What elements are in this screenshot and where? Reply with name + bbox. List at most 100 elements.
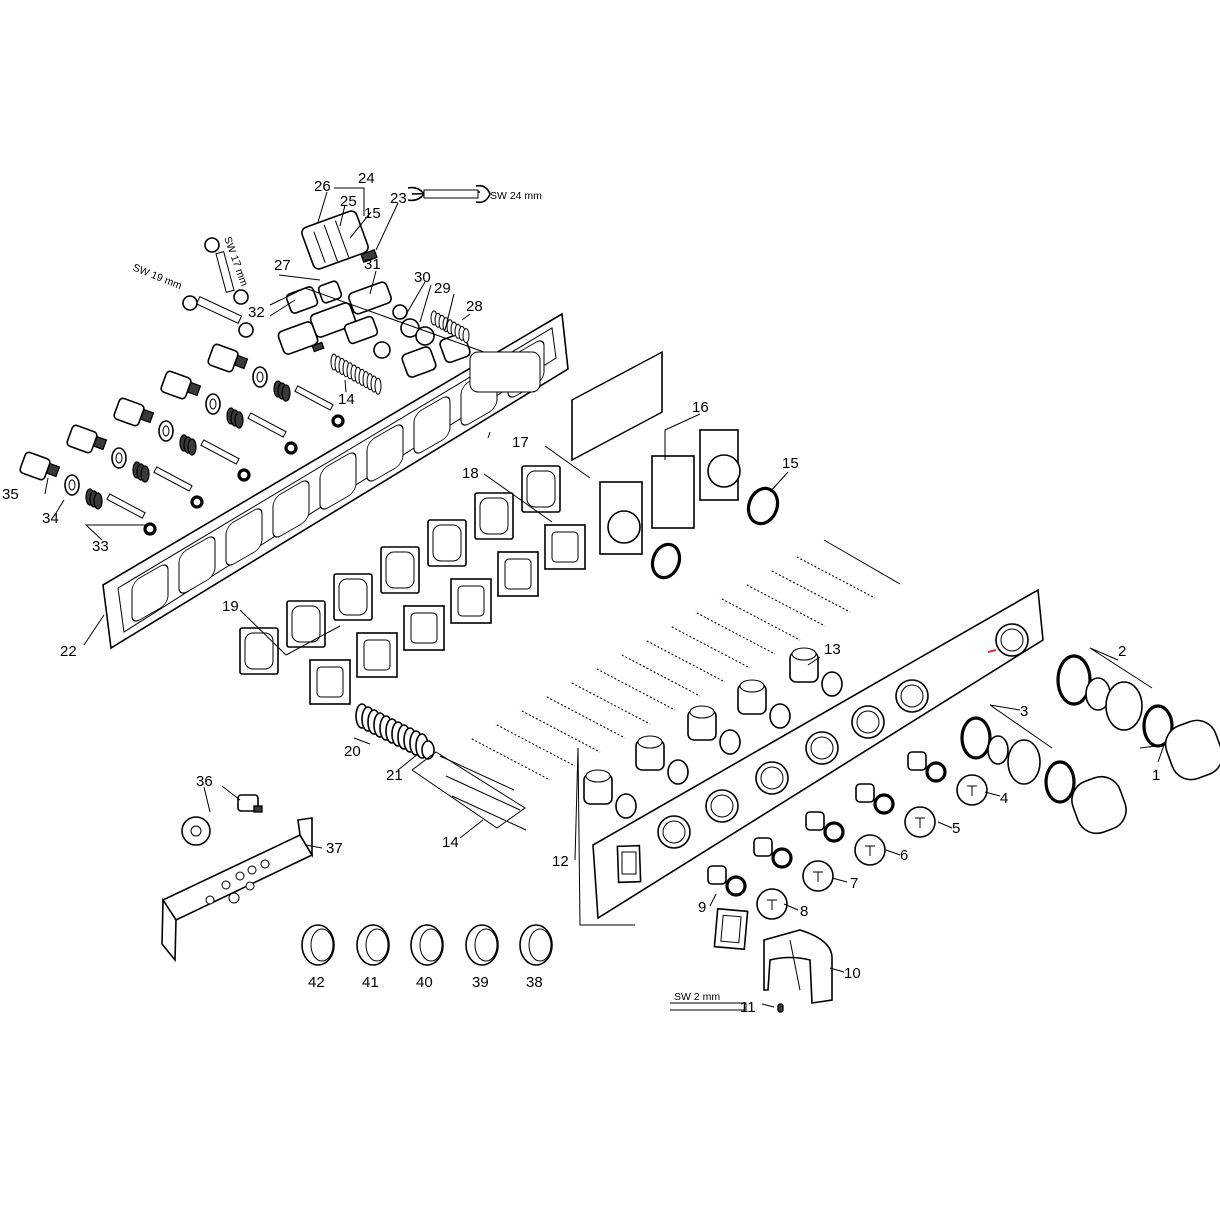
gasket-inner [338,578,368,616]
tool-label-sw2: SW 2 mm [674,991,720,1003]
button-base [805,811,825,831]
spring-dark [93,492,103,510]
screw-short [451,795,527,831]
extension-end [421,740,435,760]
valve-body [207,343,239,373]
label-1: 1 [1152,767,1160,784]
button-base [907,751,927,771]
threaded-rod [294,385,334,411]
diverter [607,510,641,544]
label-21: 21 [386,767,403,784]
frame-window [319,452,357,510]
gasket-inner [385,551,415,589]
label-26: 26 [314,178,331,195]
button-ring [771,847,793,869]
screw-thread [744,583,826,627]
holder-ring [667,759,689,785]
gasket-inner [244,632,274,670]
valve-nut [45,462,61,478]
frame-window [413,396,451,454]
wrench-sw19 [182,295,254,338]
valve-nut [92,435,108,451]
holder-top [689,705,715,719]
button-ring [873,793,895,815]
label-8: 8 [800,903,808,920]
mounting-bracket-37 [161,817,314,963]
cartridge-assembly [277,210,471,395]
screw-short [439,755,515,791]
button-ring [823,821,845,843]
screw-thread [519,709,601,753]
label-9: 9 [698,899,706,916]
label-29: 29 [434,280,451,297]
label-11: 11 [740,999,756,1016]
screw-thread [644,639,726,683]
label-2: 2 [1118,643,1126,660]
label-14-bottom: 14 [442,834,459,851]
part-36 [181,794,263,846]
screw-thread [619,653,701,697]
spare-buttons [301,924,553,966]
thermostat-cartridge [301,210,378,270]
screw-thread [769,569,851,613]
plate-hole-inner [810,736,834,760]
label-27: 27 [274,257,291,274]
label-36: 36 [196,773,213,790]
knobs [707,654,1220,920]
plate-hole-inner [760,766,784,790]
frame-window [225,508,263,566]
label-12: 12 [552,853,569,870]
label-30: 30 [414,269,431,286]
threaded-rod [247,412,287,438]
holders-13 [583,647,843,819]
label-17: 17 [512,434,529,451]
seal-pads [239,350,741,705]
ring-3 [960,716,992,760]
threaded-rod [153,466,193,492]
wall-outlet-10 [763,929,833,1013]
washer-hole [68,479,76,491]
screw-top [823,539,901,585]
holder-ring [615,793,637,819]
button-base [855,783,875,803]
frame-window [272,480,310,538]
stop-valves [19,343,345,536]
valve-nut [233,354,249,370]
threaded-rod [106,493,146,519]
valve-body [160,370,192,400]
threaded-rod [200,439,240,465]
label-35: 35 [2,486,19,503]
plate-hole-inner [900,684,924,708]
button-ring [925,761,947,783]
spring-dark [234,411,244,429]
label-25: 25 [340,193,357,210]
allen-key-sw2 [670,1002,747,1011]
gasket-inner [479,497,509,535]
sleeve-2 [1105,681,1143,731]
label-15-ring: 15 [782,455,799,472]
frame-window [178,536,216,594]
rod-washer [190,495,204,509]
label-7: 7 [850,875,858,892]
wrench-sw17 [204,237,249,305]
seal-pad-16 [571,350,663,462]
label-15-top: 15 [364,205,381,222]
spare-button-face [474,928,498,962]
screw-thread [794,555,876,599]
plate-hole-inner [662,820,686,844]
label-18: 18 [462,465,479,482]
seal-plate-inner [363,639,391,671]
valve-nut [139,408,155,424]
label-5: 5 [952,820,960,837]
label-23: 23 [390,190,407,207]
screw-thread [469,737,551,781]
ring-2 [1056,654,1092,706]
o-rings [650,486,780,580]
plate-hole-inner [856,710,880,734]
button-base [753,837,773,857]
screw-thread [594,667,676,711]
screw-thread [669,625,751,669]
screw-short [445,775,521,811]
front-plate-12 [592,588,1044,920]
